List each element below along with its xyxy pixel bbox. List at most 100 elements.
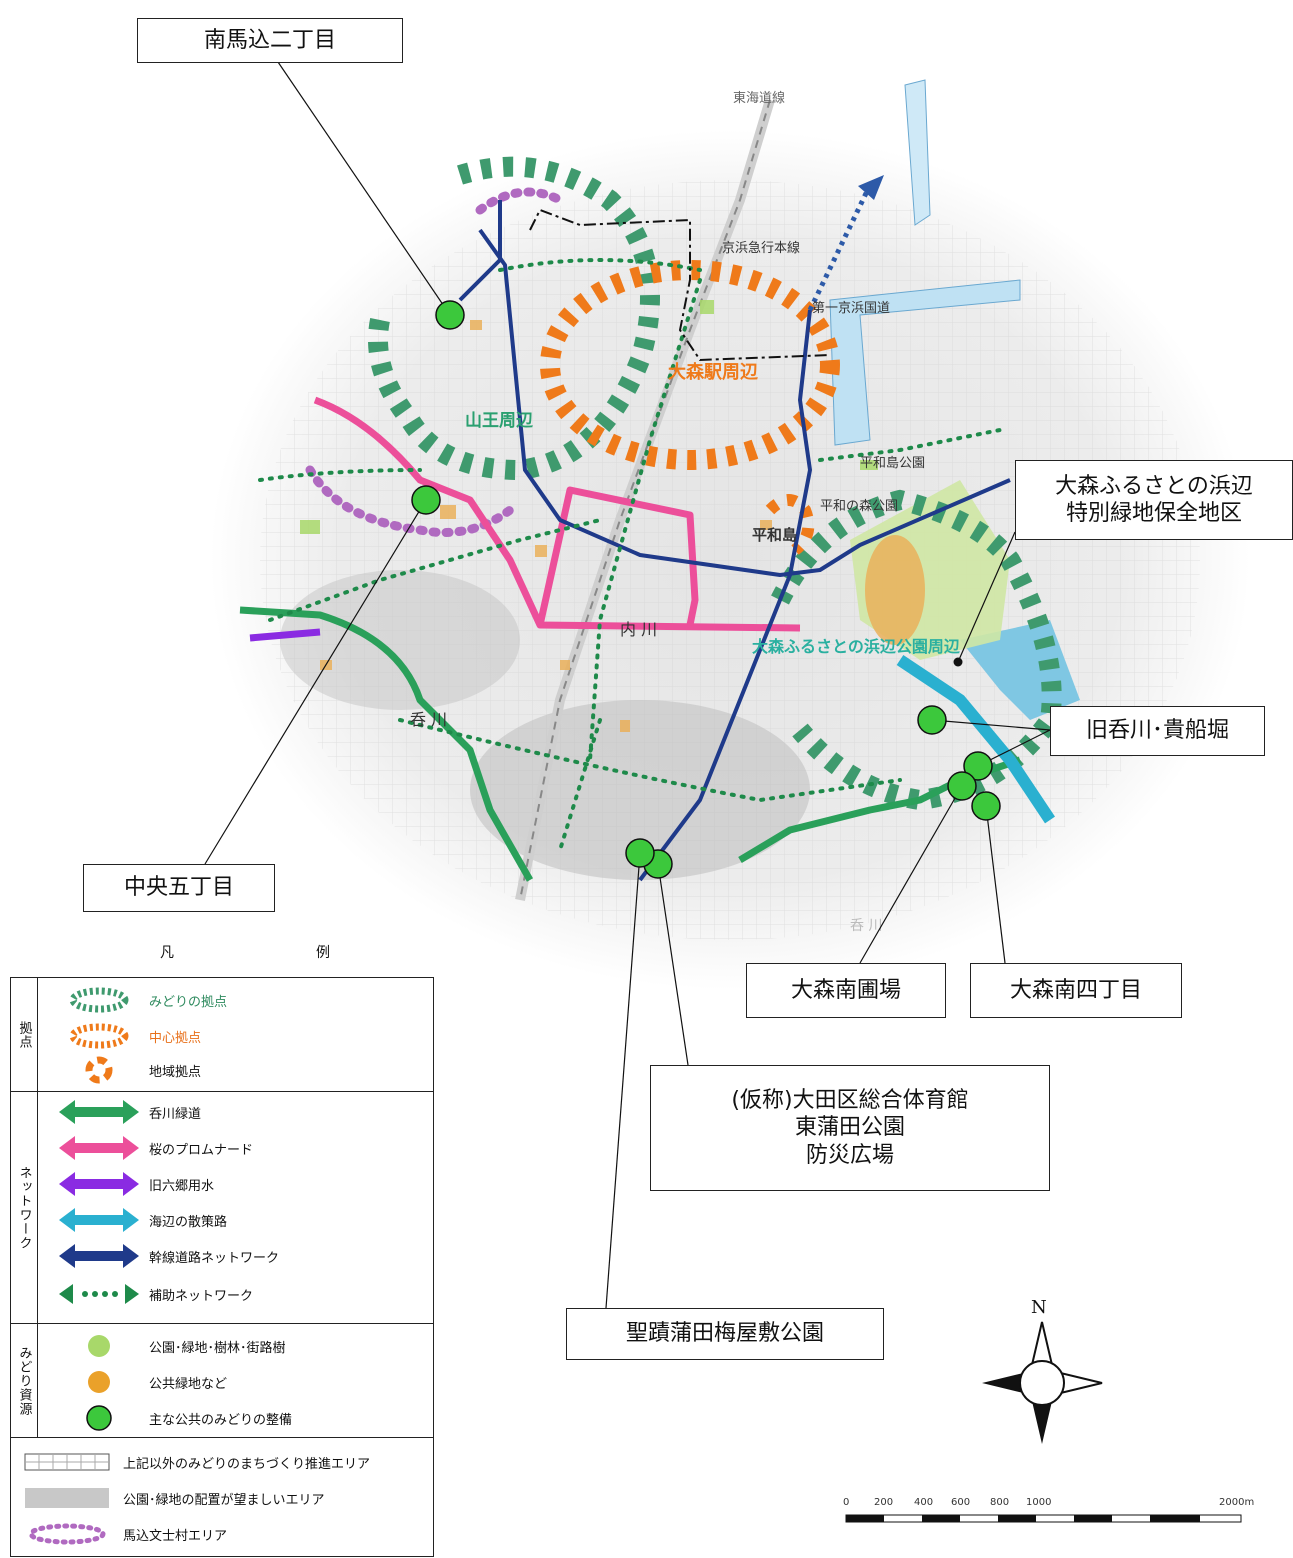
legend-category: みどり資源 — [11, 1324, 38, 1437]
legend-row: 呑川緑道 — [41, 1098, 201, 1126]
legend-section-areas: 上記以外のみどりのまちづくり推進エリア 公園･緑地の配置が望ましいエリア 馬込文… — [11, 1438, 433, 1556]
callout-minami-magome: 南馬込二丁目 — [137, 18, 403, 63]
public-green-dot-icon — [88, 1371, 110, 1393]
legend: 拠点 みどりの拠点 中心拠点 地域拠点 ネットワーク 呑川緑道 桜のプロムナード… — [10, 977, 434, 1557]
callout-chuo5: 中央五丁目 — [83, 864, 275, 912]
legend-row: 補助ネットワーク — [41, 1280, 253, 1308]
callout-text: 大森南圃場 — [790, 977, 901, 1003]
double-arrow-pink-icon — [59, 1136, 139, 1160]
leader-lines — [204, 61, 1051, 1309]
callout-kyu-nomikawa: 旧呑川･貴船堀 — [1050, 706, 1265, 756]
label-omori-station: 大森駅周辺 — [668, 361, 758, 383]
callout-omori-minami4: 大森南四丁目 — [970, 963, 1182, 1018]
scale-tick: 200 — [874, 1497, 894, 1508]
double-arrow-purple-icon — [59, 1172, 139, 1196]
label-heiwa-no-mori: 平和の森公園 — [820, 499, 898, 514]
label-daiichi-keihin: 第一京浜国道 — [812, 301, 890, 316]
callout-furusato-hama: 大森ふるさとの浜辺 特別緑地保全地区 — [1015, 460, 1293, 540]
scale-tick: 1000 — [1026, 1497, 1052, 1508]
green-hub-icon — [69, 987, 129, 1013]
legend-section-network: ネットワーク 呑川緑道 桜のプロムナード 旧六郷用水 海辺の散策路 幹線道路ネッ… — [11, 1092, 433, 1324]
label-furusato: 大森ふるさとの浜辺公園周辺 — [752, 637, 960, 656]
callout-text: 聖蹟蒲田梅屋敷公園 — [625, 1321, 824, 1347]
double-arrow-navy-icon — [59, 1244, 139, 1268]
legend-label: 海辺の散策路 — [149, 1214, 228, 1230]
callout-text: 大森南四丁目 — [1009, 977, 1142, 1003]
legend-label: 公園･緑地･樹林･街路樹 — [149, 1340, 286, 1356]
callout-text: 南馬込二丁目 — [203, 27, 336, 53]
legend-row: 桜のプロムナード — [41, 1134, 253, 1162]
legend-label: 公共緑地など — [149, 1376, 228, 1392]
city-base — [210, 130, 1250, 990]
legend-section-resources: みどり資源 公園･緑地･樹林･街路樹 公共緑地など 主な公共のみどりの整備 — [11, 1324, 433, 1438]
legend-row: 地域拠点 — [41, 1056, 201, 1084]
callout-text: (仮称)大田区総合体育館 — [731, 1087, 969, 1113]
callout-text: 大森ふるさとの浜辺 — [1055, 473, 1253, 499]
legend-row: 馬込文士村エリア — [15, 1520, 227, 1548]
legend-label: 桜のプロムナード — [149, 1142, 254, 1158]
label-nomikawa: 呑 川 — [410, 710, 447, 729]
legend-category: ネットワーク — [11, 1092, 38, 1323]
label-nomikawa-lower: 呑 川 — [850, 918, 882, 934]
callout-taiikukan: (仮称)大田区総合体育館 東蒲田公園 防災広場 — [650, 1065, 1050, 1191]
north-arrow-head — [858, 175, 884, 200]
callout-shoseki: 聖蹟蒲田梅屋敷公園 — [566, 1308, 884, 1360]
magome-area — [305, 187, 565, 537]
sakura-promenade — [313, 396, 801, 632]
scale-bar — [845, 1514, 1242, 1523]
local-hub-icon — [85, 1056, 113, 1084]
label-tokaido: 東海道線 — [733, 90, 785, 106]
grid-area-icon — [24, 1453, 110, 1471]
dotted-arrow-green-icon — [59, 1284, 139, 1304]
park-spots — [300, 300, 878, 534]
legend-label: 中心拠点 — [149, 1030, 202, 1046]
legend-row: 上記以外のみどりのまちづくり推進エリア — [15, 1448, 370, 1476]
compass-north-label: N — [1031, 1297, 1047, 1318]
center-hub-icon — [69, 1023, 129, 1049]
legend-row: 海辺の散策路 — [41, 1206, 227, 1234]
park-dot-icon — [88, 1335, 110, 1357]
legend-label: 馬込文士村エリア — [123, 1528, 228, 1544]
label-keihin-kyuko: 京浜急行本線 — [722, 240, 800, 256]
legend-row: 公園･緑地･樹林･街路樹 — [41, 1332, 286, 1360]
legend-row: みどりの拠点 — [41, 986, 227, 1014]
legend-row: 旧六郷用水 — [41, 1170, 214, 1198]
scale-tick: 600 — [951, 1497, 971, 1508]
double-arrow-green-icon — [59, 1100, 139, 1124]
legend-label: 呑川緑道 — [149, 1106, 202, 1122]
callout-text: 防災広場 — [805, 1142, 894, 1168]
callout-text: 旧呑川･貴船堀 — [1085, 718, 1229, 744]
label-heiwajima-park: 平和島公園 — [860, 456, 925, 471]
scale-tick: 2000m — [1219, 1497, 1255, 1508]
legend-label: 公園･緑地の配置が望ましいエリア — [123, 1492, 325, 1508]
callout-omori-minami-jo: 大森南圃場 — [746, 963, 946, 1018]
grey-area-icon — [25, 1488, 109, 1508]
aux-network — [258, 258, 1002, 852]
legend-row: 公共緑地など — [41, 1368, 227, 1396]
label-uchikawa: 内 川 — [620, 620, 657, 639]
legend-title-right: 例 — [316, 945, 330, 961]
main-green-points — [411, 300, 1001, 879]
green-hubs — [368, 156, 1062, 811]
double-arrow-cyan-icon — [59, 1208, 139, 1232]
legend-row: 主な公共のみどりの整備 — [41, 1404, 292, 1432]
legend-section-hubs: 拠点 みどりの拠点 中心拠点 地域拠点 — [11, 978, 433, 1092]
legend-row: 幹線道路ネットワーク — [41, 1242, 279, 1270]
scale-tick: 800 — [990, 1497, 1010, 1508]
main-green-dot-icon — [86, 1405, 112, 1431]
legend-label: 主な公共のみどりの整備 — [149, 1412, 293, 1428]
park-areas — [850, 480, 1010, 660]
rokugo-canal — [249, 628, 321, 642]
legend-category: 拠点 — [11, 978, 38, 1091]
scale-tick: 400 — [914, 1497, 934, 1508]
legend-label: みどりの拠点 — [149, 994, 228, 1010]
scale-tick: 0 — [843, 1497, 850, 1508]
callout-text: 東蒲田公園 — [794, 1115, 905, 1141]
legend-row: 公園･緑地の配置が望ましいエリア — [15, 1484, 325, 1512]
callout-text: 特別緑地保全地区 — [1065, 501, 1242, 526]
legend-label: 地域拠点 — [149, 1064, 202, 1080]
label-sanno: 山王周辺 — [465, 411, 533, 431]
legend-label: 幹線道路ネットワーク — [149, 1250, 280, 1266]
center-hub — [540, 260, 840, 555]
callout-text: 中央五丁目 — [123, 875, 234, 901]
